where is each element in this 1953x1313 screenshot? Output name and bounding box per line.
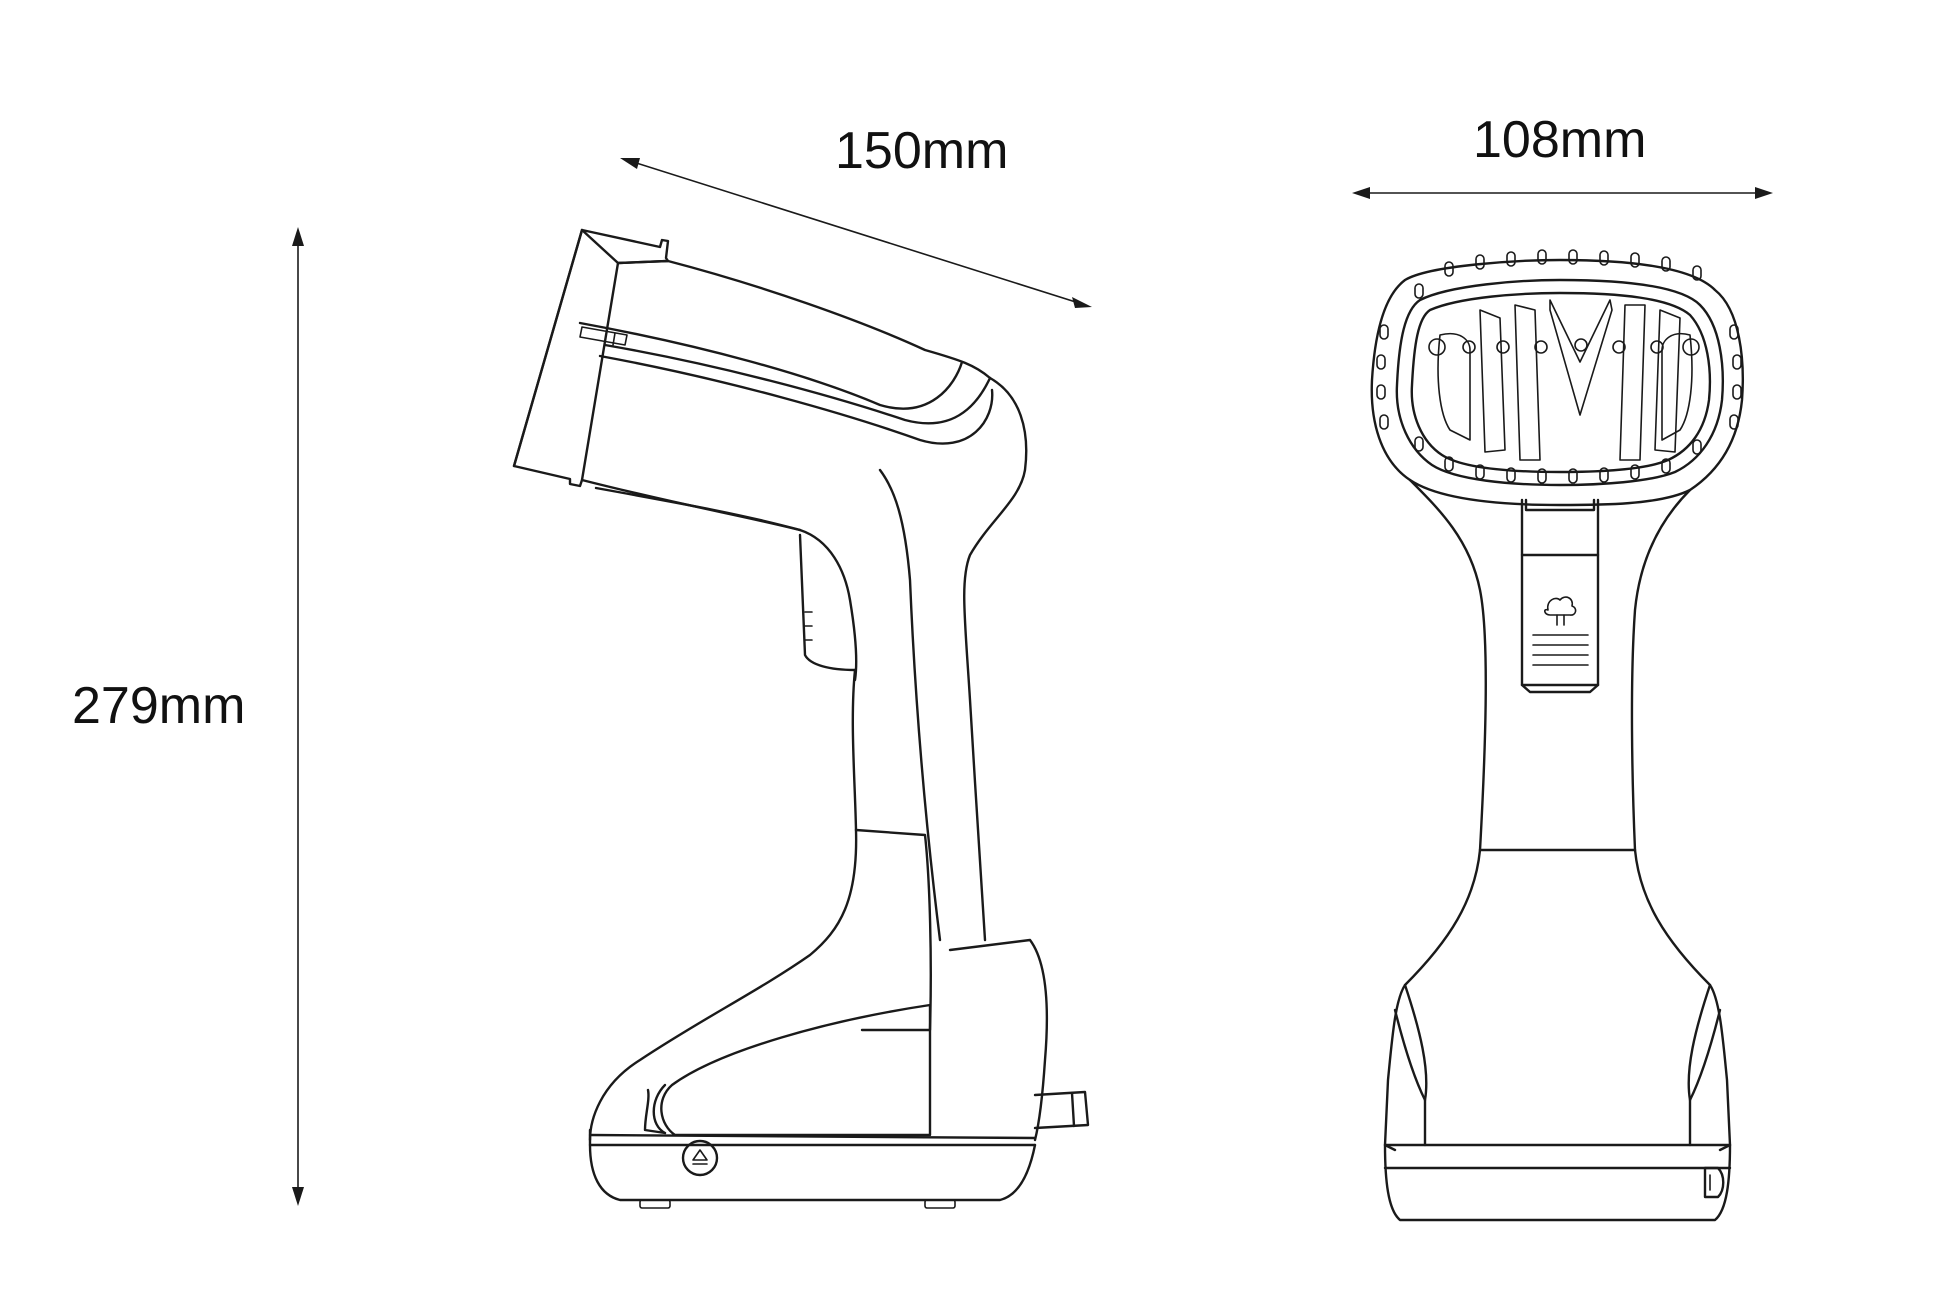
- bristle-studs: [1376, 249, 1742, 484]
- steam-icon: [1544, 596, 1577, 626]
- height-dimension-label: 279mm: [72, 677, 246, 735]
- height-dimension-line: [292, 227, 304, 1206]
- eject-icon: [681, 1139, 719, 1177]
- steam-holes: [1428, 338, 1700, 356]
- steamer-side-view: [512, 228, 1090, 1209]
- depth-dimension-line: [620, 158, 1092, 308]
- width-dimension-label: 108mm: [1473, 111, 1647, 169]
- width-dimension-line: [1352, 187, 1773, 199]
- steamer-front-view: [1370, 249, 1744, 1222]
- depth-dimension-label: 150mm: [835, 122, 1009, 180]
